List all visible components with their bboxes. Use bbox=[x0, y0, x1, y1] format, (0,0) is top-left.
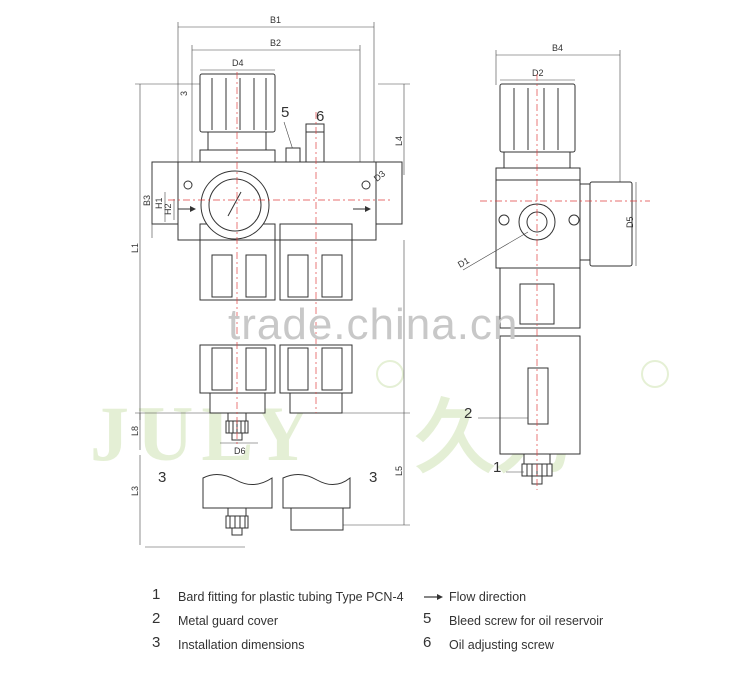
left-bowls bbox=[199, 239, 353, 441]
watermark-logo: JULY 久力 bbox=[90, 360, 669, 484]
dim-D2: D2 bbox=[500, 68, 575, 81]
svg-text:D5: D5 bbox=[625, 216, 635, 228]
legend-text-6: Oil adjusting screw bbox=[449, 638, 554, 652]
legend-num-3: 3 bbox=[152, 634, 161, 651]
dim-L1: L1 bbox=[130, 83, 200, 420]
dim-D1-D5: D1 D5 bbox=[456, 182, 637, 271]
legend-text-3: Installation dimensions bbox=[178, 638, 305, 652]
svg-text:L8: L8 bbox=[130, 426, 140, 436]
label-B2: B2 bbox=[270, 38, 281, 48]
left-centerlines bbox=[168, 72, 390, 444]
svg-text:L5: L5 bbox=[394, 466, 404, 476]
legend-num-5: 5 bbox=[423, 610, 432, 627]
svg-text:D1: D1 bbox=[456, 255, 471, 269]
callout-1: 1 bbox=[493, 459, 501, 476]
callout-3-left: 3 bbox=[158, 469, 166, 486]
svg-text:B3: B3 bbox=[142, 195, 152, 206]
watermark-text: trade.china.cn bbox=[228, 300, 519, 349]
arrow-right-icon bbox=[423, 591, 445, 603]
dim-B2: B2 bbox=[191, 38, 361, 180]
legend-text-2: Metal guard cover bbox=[178, 614, 279, 628]
dim-L8-D6: L8 D6 bbox=[130, 412, 258, 456]
legend-text-5: Bleed screw for oil reservoir bbox=[449, 614, 604, 628]
bleed-screw bbox=[285, 147, 301, 163]
label-small3: 3 bbox=[179, 91, 189, 96]
callout-3-right: 3 bbox=[369, 469, 377, 486]
dim-L5: L5 bbox=[342, 240, 410, 526]
left-main-body bbox=[151, 161, 403, 241]
dim-L3: L3 bbox=[130, 455, 245, 548]
legend-text-1: Bard fitting for plastic tubing Type PCN… bbox=[178, 590, 404, 604]
dim-B1: B1 bbox=[177, 15, 375, 175]
svg-text:H1: H1 bbox=[154, 197, 164, 209]
label-D4: D4 bbox=[232, 58, 244, 68]
dim-B4: B4 bbox=[495, 43, 621, 185]
dim-L4: L4 bbox=[378, 83, 410, 175]
legend-num-2: 2 bbox=[152, 610, 161, 627]
svg-text:H2: H2 bbox=[163, 203, 173, 215]
svg-text:B4: B4 bbox=[552, 43, 563, 53]
svg-text:L1: L1 bbox=[130, 243, 140, 253]
dim-B3-H: B3 H1 H2 bbox=[142, 170, 175, 238]
label-B1: B1 bbox=[270, 15, 281, 25]
callout-5: 5 bbox=[281, 104, 289, 121]
svg-text:D6: D6 bbox=[234, 446, 246, 456]
callout-2: 2 bbox=[464, 405, 472, 422]
side-gauge bbox=[589, 181, 633, 267]
dim-D4: D4 bbox=[200, 58, 275, 71]
right-body bbox=[495, 83, 633, 485]
oil-adjust-screw bbox=[305, 123, 325, 163]
pressure-gauge bbox=[200, 170, 270, 240]
svg-text:D2: D2 bbox=[532, 68, 544, 78]
svg-text:JULY: JULY bbox=[90, 390, 319, 477]
svg-text:L3: L3 bbox=[130, 486, 140, 496]
callout-6: 6 bbox=[316, 108, 324, 125]
installation-parts bbox=[202, 474, 351, 536]
legend-text-flow: Flow direction bbox=[449, 590, 527, 604]
legend-num-6: 6 bbox=[423, 634, 432, 651]
svg-text:L4: L4 bbox=[394, 136, 404, 146]
regulator-knob bbox=[199, 73, 276, 163]
right-centerlines bbox=[480, 74, 650, 490]
legend-num-1: 1 bbox=[152, 586, 161, 603]
